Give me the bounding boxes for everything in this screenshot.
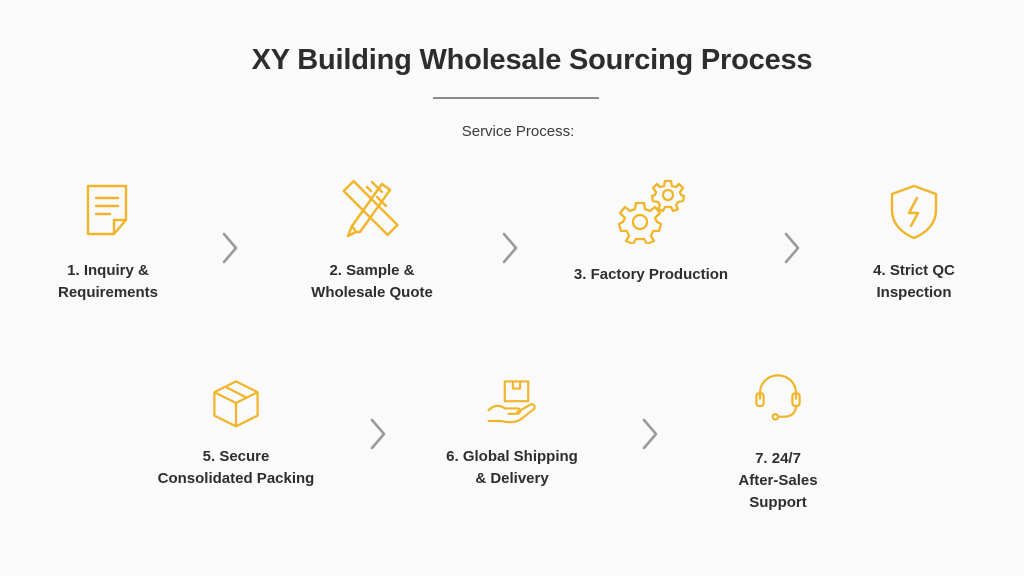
- arrow-5-to-6: [366, 416, 390, 452]
- step-2-label: 2. Sample & Wholesale Quote: [311, 262, 433, 301]
- step-5: 5. Secure Consolidated Packing: [136, 376, 336, 506]
- step-3: 3. Factory Production: [551, 178, 751, 288]
- arrow-6-to-7: [638, 416, 662, 452]
- step-4: 4. Strict QC Inspection: [814, 182, 1014, 312]
- arrow-1-to-2: [218, 230, 242, 266]
- step-7-label: 7. 24/7 After-Sales Support: [738, 450, 818, 511]
- headset-icon: [751, 370, 805, 424]
- step-1: 1. Inquiry & Requirements: [8, 180, 208, 310]
- step-4-label: 4. Strict QC Inspection: [873, 262, 955, 301]
- document-icon: [78, 180, 138, 240]
- step-6: 6. Global Shipping & Delivery: [412, 376, 612, 506]
- hand-package-icon: [484, 376, 540, 430]
- ruler-pencil-icon: [342, 178, 402, 238]
- step-5-label: 5. Secure Consolidated Packing: [157, 448, 315, 487]
- step-1-label: 1. Inquiry & Requirements: [57, 262, 159, 301]
- page-title: XY Building Wholesale Sourcing Process: [251, 44, 813, 76]
- shield-bolt-icon: [884, 182, 944, 242]
- title-divider: [433, 97, 599, 99]
- gears-icon: [616, 178, 686, 244]
- arrow-2-to-3: [498, 230, 522, 266]
- box-icon: [209, 376, 263, 430]
- step-6-label: 6. Global Shipping & Delivery: [446, 448, 578, 487]
- step-7: 7. 24/7 After-Sales Support: [678, 370, 878, 520]
- section-subtitle: Service Process:: [461, 123, 575, 140]
- step-3-label: 3. Factory Production: [573, 266, 729, 283]
- arrow-3-to-4: [780, 230, 804, 266]
- step-2: 2. Sample & Wholesale Quote: [272, 178, 472, 308]
